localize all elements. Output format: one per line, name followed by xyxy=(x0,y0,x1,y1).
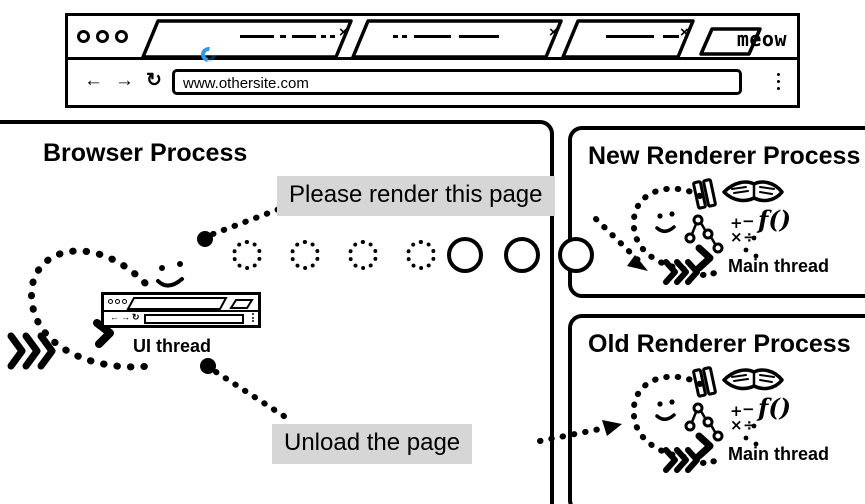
ui-thread-icon-reload: ↻ xyxy=(132,312,140,322)
ui-thread-icon-forward: → xyxy=(121,312,130,322)
unload-request-label: Unload the page xyxy=(272,424,473,464)
new-renderer-main-thread-label: Main thread xyxy=(728,256,830,276)
ui-thread-browser-icon: ← → ↻ xyxy=(101,292,261,328)
browser-toolbar: ← → ↻ www.othersite.com xyxy=(68,60,797,108)
window-minimize-dot[interactable] xyxy=(96,30,109,43)
ipc-message-solid-1 xyxy=(447,237,483,273)
render-request-label: Please render this page xyxy=(277,176,555,216)
old-renderer-process-box xyxy=(568,314,865,504)
forward-button-icon[interactable]: → xyxy=(115,70,134,91)
ui-thread-icon-addressbar xyxy=(144,314,244,324)
ui-thread-icon-toolbar: ← → ↻ xyxy=(104,310,258,325)
window-maximize-dot[interactable] xyxy=(115,30,128,43)
tab-1-title-placeholder xyxy=(240,35,335,43)
new-renderer-process-title: New Renderer Process xyxy=(588,142,861,170)
ipc-message-dotted-2 xyxy=(290,240,320,270)
tab-3-close-icon[interactable]: × xyxy=(680,24,689,41)
tab-strip: × × × meow xyxy=(68,16,797,65)
ui-thread-icon-kebab xyxy=(252,313,254,322)
old-renderer-process-title: Old Renderer Process xyxy=(588,330,851,358)
address-bar[interactable]: www.othersite.com xyxy=(172,69,742,95)
ui-thread-icon-dot xyxy=(122,299,127,304)
ipc-message-dotted-3 xyxy=(348,240,378,270)
window-controls[interactable] xyxy=(77,30,128,43)
tab-2-title-placeholder xyxy=(393,35,503,43)
tab-2-close-icon[interactable]: × xyxy=(549,24,558,41)
ui-thread-icon-kebab-dot xyxy=(252,316,254,319)
browser-brand-label: meow xyxy=(736,27,787,51)
ui-thread-icon-kebab-dot xyxy=(252,320,254,322)
kebab-dot xyxy=(777,73,780,76)
ipc-message-dotted-4 xyxy=(406,240,436,270)
ui-thread-icon-dot xyxy=(115,299,120,304)
old-renderer-main-thread-label: Main thread xyxy=(728,444,830,464)
address-bar-text: www.othersite.com xyxy=(183,75,309,92)
ui-thread-icon-kebab-dot xyxy=(252,313,254,315)
ui-thread-icon-window-dots xyxy=(108,299,127,304)
ipc-message-solid-2 xyxy=(504,237,540,273)
ui-thread-label: UI thread xyxy=(133,336,212,356)
kebab-dot xyxy=(777,87,780,90)
ui-thread-icon-back: ← xyxy=(110,312,119,322)
browser-window: × × × meow ← → ↻ www.othersite xyxy=(65,13,800,108)
ui-thread-icon-tabstrip xyxy=(104,295,258,312)
ui-thread-icon-dot xyxy=(108,299,113,304)
browser-process-title: Browser Process xyxy=(43,139,248,167)
tab-3-title-placeholder xyxy=(606,35,679,43)
kebab-dot xyxy=(777,80,780,83)
ipc-message-solid-3 xyxy=(558,237,594,273)
tab-1-close-icon[interactable]: × xyxy=(339,24,348,41)
ipc-message-dotted-1 xyxy=(232,240,262,270)
back-button-icon[interactable]: ← xyxy=(84,70,103,91)
window-close-dot[interactable] xyxy=(77,30,90,43)
reload-button-icon[interactable]: ↻ xyxy=(146,70,162,91)
kebab-menu-icon[interactable] xyxy=(777,73,780,90)
ui-thread-icon-tab-shape xyxy=(126,297,254,310)
